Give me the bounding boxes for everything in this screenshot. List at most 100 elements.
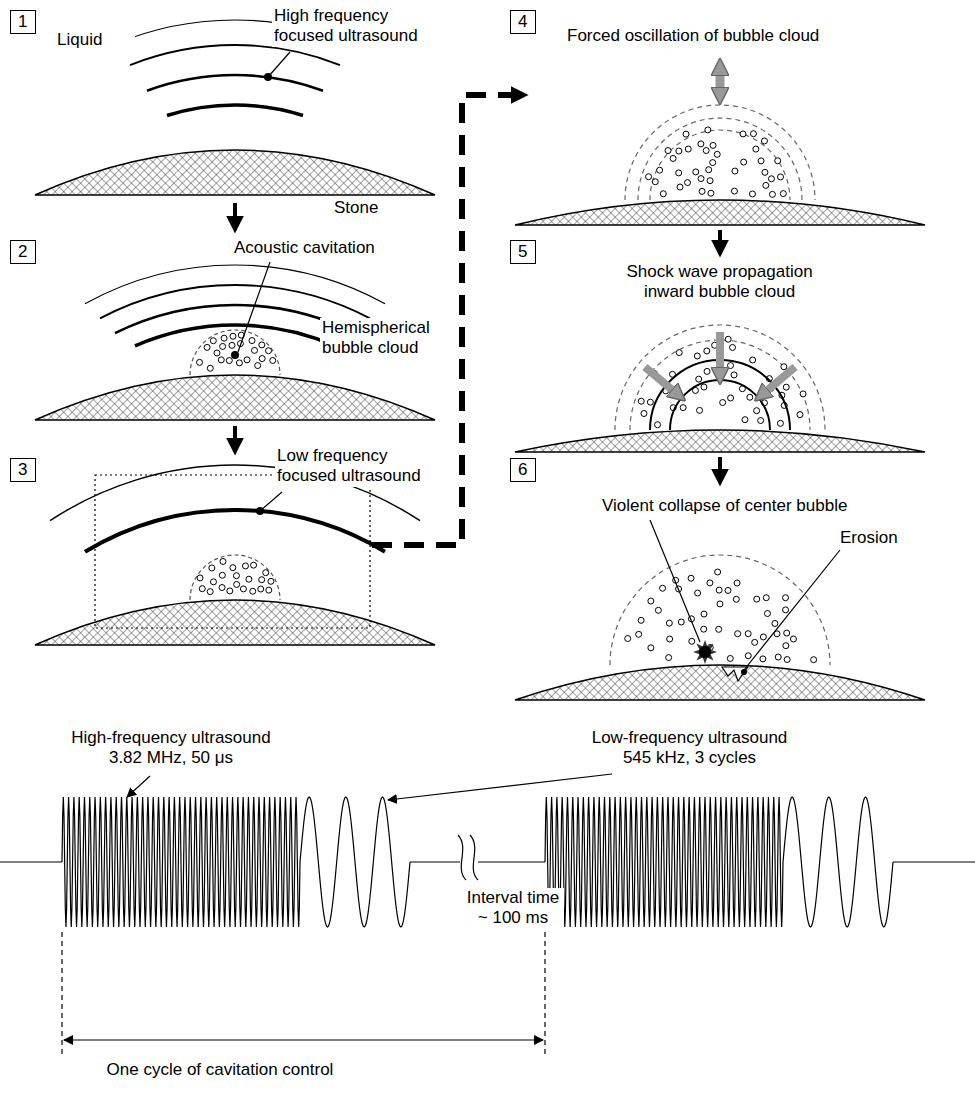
leader-line	[260, 492, 282, 511]
bubble	[657, 167, 663, 173]
bubble	[707, 178, 713, 184]
bubble	[230, 333, 236, 339]
bubble	[270, 357, 276, 363]
annotation-label: High frequency focused ultrasound	[272, 6, 437, 47]
bubble	[678, 619, 684, 625]
baseline	[410, 861, 460, 862]
bubble	[249, 338, 255, 344]
step-number: 2	[18, 242, 27, 261]
bubble	[683, 131, 689, 137]
bubble	[652, 179, 658, 185]
bubble	[263, 570, 269, 576]
bubble	[704, 368, 710, 374]
bubble-cloud-outline	[650, 130, 790, 200]
bubble	[233, 573, 239, 579]
bubble	[236, 360, 242, 366]
bubble	[725, 336, 731, 342]
baseline	[0, 861, 62, 862]
bubble	[641, 411, 647, 417]
bubble	[676, 170, 682, 176]
bubble	[769, 191, 775, 197]
bubble	[811, 657, 817, 663]
bubble	[230, 565, 236, 571]
bubble	[783, 643, 789, 649]
bubble	[761, 138, 767, 144]
bubble	[667, 636, 673, 642]
break-mark	[470, 835, 478, 880]
bubble	[226, 358, 232, 364]
bubble	[733, 596, 739, 602]
bubble	[660, 585, 666, 591]
break-mark	[458, 835, 466, 880]
bubble	[800, 391, 806, 397]
shock-arrow	[645, 367, 680, 397]
bubble	[790, 636, 796, 642]
annotation-label: Erosion	[838, 528, 928, 548]
bubble	[731, 188, 737, 194]
bubble	[701, 611, 707, 617]
leader-dot	[231, 351, 239, 359]
bubble	[706, 167, 712, 173]
bubbles	[197, 558, 274, 594]
bubble	[775, 158, 781, 164]
bubble	[647, 399, 653, 405]
bubble	[676, 350, 682, 356]
annotation-label: Low-frequency ultrasound 545 kHz, 3 cycl…	[582, 728, 797, 769]
bubble	[775, 654, 781, 660]
bubble-cloud-outline	[625, 105, 815, 200]
bubble	[677, 184, 683, 190]
ultrasound-wavefront	[147, 75, 323, 91]
bubble	[716, 626, 722, 632]
leader-line	[650, 520, 700, 642]
bubble	[764, 611, 770, 617]
bubble	[685, 146, 691, 152]
bubble	[689, 638, 695, 644]
stone	[35, 600, 435, 645]
baseline	[478, 861, 545, 862]
bubble	[710, 142, 716, 148]
ultrasound-wavefront	[167, 105, 303, 116]
bubble	[701, 626, 707, 632]
shock-arrow	[760, 367, 795, 397]
bubble	[210, 579, 216, 585]
bubble	[781, 364, 787, 370]
bubble	[753, 146, 759, 152]
bubble	[777, 420, 783, 426]
stone	[515, 430, 925, 452]
bubble	[197, 359, 203, 365]
bubble	[688, 575, 694, 581]
bubble	[665, 148, 671, 154]
zoom-frame	[95, 475, 370, 628]
bubble	[207, 589, 213, 595]
bubble	[219, 585, 225, 591]
annotation-label: Stone	[332, 198, 402, 218]
bubbles	[197, 332, 276, 371]
step-number-box: 4	[510, 10, 536, 34]
annotation-label: Hemispherical bubble cloud	[320, 318, 445, 359]
step-number-box: 6	[510, 458, 536, 482]
annotation-label: Acoustic cavitation	[232, 238, 402, 258]
step-number-box: 3	[10, 458, 36, 482]
bubble	[784, 657, 790, 663]
bubble-cloud-outline	[190, 555, 280, 600]
bubble	[750, 357, 756, 363]
stone	[35, 375, 435, 420]
bubble	[704, 348, 710, 354]
bubble	[728, 395, 734, 401]
bubble	[685, 180, 691, 186]
bubble	[220, 558, 226, 564]
step-number: 6	[518, 460, 527, 479]
bubble	[752, 639, 758, 645]
bubble	[772, 620, 778, 626]
annotation-label: Low frequency focused ultrasound	[275, 446, 435, 487]
annotation-label: One cycle of cavitation control	[55, 1060, 385, 1080]
bubble	[734, 580, 740, 586]
step-arrow	[233, 203, 237, 230]
bubble-cloud-outline	[638, 118, 802, 200]
bubble	[209, 565, 215, 571]
bubble	[266, 348, 272, 354]
bubble-cloud-outline	[610, 555, 830, 665]
bubble	[720, 400, 726, 406]
annotation-label: Liquid	[55, 30, 135, 50]
